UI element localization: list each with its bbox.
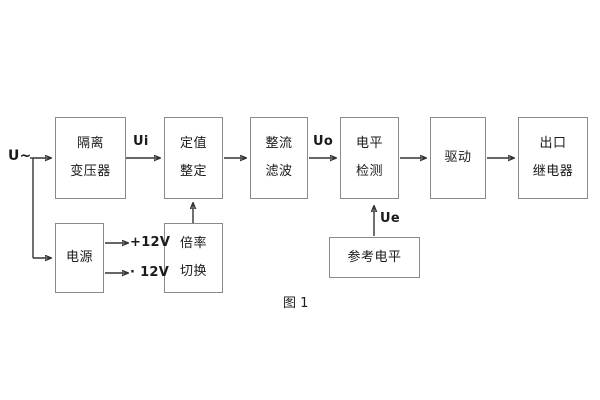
block-setting-value-line-1: 定值	[179, 136, 207, 152]
block-isolation-transformer[interactable]: 隔离 变压器	[55, 117, 126, 199]
block-drive-line-1: 驱动	[444, 150, 472, 166]
block-drive[interactable]: 驱动	[430, 117, 486, 199]
block-ratio-switch-line-2: 切换	[179, 264, 207, 279]
block-isolation-transformer-line-1: 隔离	[76, 136, 104, 152]
block-power-supply-line-1: 电源	[65, 250, 93, 266]
label-rail-positive: +12V	[130, 235, 171, 250]
block-output-relay-line-1: 出口	[539, 136, 567, 152]
block-output-relay-line-2: 继电器	[532, 164, 574, 179]
block-rectify-filter[interactable]: 整流 滤波	[250, 117, 308, 199]
label-uo: Uo	[313, 134, 334, 149]
block-level-detect[interactable]: 电平 检测	[340, 117, 399, 199]
block-rectify-filter-line-1: 整流	[265, 136, 293, 152]
label-input-source: U~	[8, 148, 32, 164]
figure-caption: 图 1	[283, 296, 309, 311]
label-ui: Ui	[133, 134, 149, 149]
block-reference-level-line-1: 参考电平	[347, 249, 402, 265]
block-level-detect-line-1: 电平	[355, 136, 383, 152]
label-rail-negative: · 12V	[130, 265, 170, 280]
label-ue: Ue	[380, 211, 400, 226]
block-rectify-filter-line-2: 滤波	[265, 164, 293, 179]
block-level-detect-line-2: 检测	[355, 164, 383, 179]
block-setting-value-line-2: 整定	[179, 164, 207, 179]
block-isolation-transformer-line-2: 变压器	[70, 164, 111, 179]
block-power-supply[interactable]: 电源	[55, 223, 104, 293]
block-output-relay[interactable]: 出口 继电器	[518, 117, 588, 199]
block-setting-value[interactable]: 定值 整定	[164, 117, 223, 199]
block-ratio-switch-line-1: 倍率	[179, 236, 207, 252]
block-reference-level[interactable]: 参考电平	[329, 237, 420, 278]
block-ratio-switch[interactable]: 倍率 切换	[164, 223, 223, 293]
